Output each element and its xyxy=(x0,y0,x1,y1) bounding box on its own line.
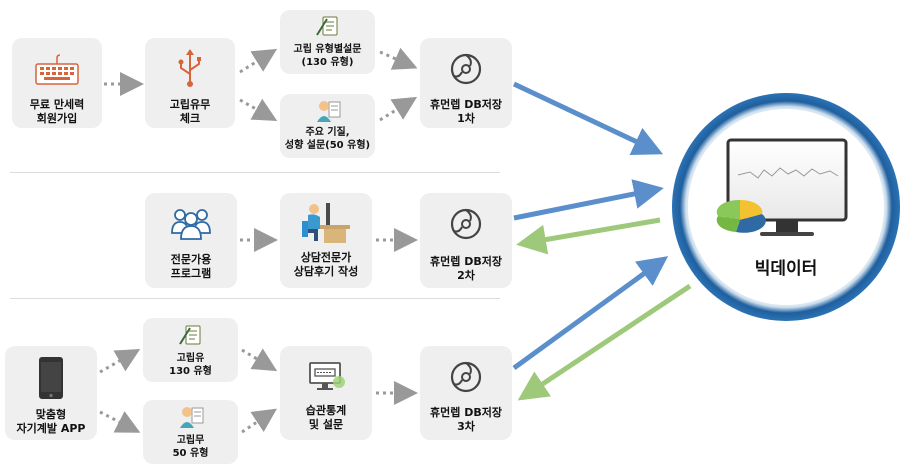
signup-label: 무료 만세력 회원가입 xyxy=(29,98,85,125)
check-label: 고립유무 체크 xyxy=(169,98,211,125)
expert-program-label: 전문가용 프로그램 xyxy=(170,253,212,280)
arrow-temperament-db1 xyxy=(379,96,418,122)
keyboard-icon xyxy=(35,54,79,85)
db1-label: 휴먼렙 DB저장 1차 xyxy=(430,98,502,125)
disc-icon xyxy=(450,53,482,85)
arrow-survey-type-db1 xyxy=(379,47,418,70)
arrow-nonisolated-habit xyxy=(241,408,277,434)
counselor-review-label: 상담전문가 상담후기 작성 xyxy=(293,251,359,278)
check-node: 고립유무 체크 xyxy=(145,38,235,128)
db2-label: 휴먼렙 DB저장 2차 xyxy=(430,255,502,282)
arrow-bigdata-db2 xyxy=(516,217,661,255)
habit-stats-node: 습관통계 및 설문 xyxy=(280,346,372,440)
isolated-130-label: 고립유 130 유형 xyxy=(169,353,212,377)
arrow-app-isolated xyxy=(99,349,141,374)
isolated-130-node: 고립유 130 유형 xyxy=(143,318,238,382)
person-document-icon xyxy=(179,407,203,428)
arrow-db1-bigdata xyxy=(512,81,664,156)
non-isolated-50-node: 고립무 50 유형 xyxy=(143,400,238,464)
survey-icon xyxy=(315,16,337,36)
arrow-db2-bigdata xyxy=(513,179,664,221)
app-label: 맞춤형 자기계발 APP xyxy=(16,408,86,435)
person-document-icon xyxy=(316,101,340,122)
expert-program-node: 전문가용 프로그램 xyxy=(145,193,237,288)
counselor-review-node: 상담전문가 상담후기 작성 xyxy=(280,193,372,288)
arrow-bigdata-db3 xyxy=(517,283,692,401)
people-group-icon xyxy=(171,209,211,240)
usb-icon xyxy=(178,49,201,87)
arrow-app-nonisolated xyxy=(99,410,141,433)
signup-node: 무료 만세력 회원가입 xyxy=(12,38,102,128)
db3-label: 휴먼렙 DB저장 3차 xyxy=(430,406,502,433)
survey-icon xyxy=(178,325,200,345)
non-isolated-50-label: 고립무 50 유형 xyxy=(172,435,209,459)
app-node: 맞춤형 자기계발 APP xyxy=(5,346,97,440)
smartphone-icon xyxy=(39,357,63,399)
arrow-check-temperament xyxy=(239,98,278,121)
arrow-isolated-habit xyxy=(241,348,278,372)
bigdata-label: 빅데이터 xyxy=(754,259,818,279)
temperament-survey-node: 주요 기질, 성향 설문(50 유형) xyxy=(280,94,375,158)
db2-node: 휴먼렙 DB저장 2차 xyxy=(420,193,512,288)
habit-stats-label: 습관통계 및 설문 xyxy=(305,404,347,431)
survey-by-type-label: 고립 유형별설문 (130 유형) xyxy=(293,44,362,68)
counselor-desk-icon xyxy=(302,203,350,243)
db1-node: 휴먼렙 DB저장 1차 xyxy=(420,38,512,128)
computer-piechart-icon xyxy=(716,138,848,236)
db3-node: 휴먼렙 DB저장 3차 xyxy=(420,346,512,440)
disc-icon xyxy=(450,361,482,393)
disc-icon xyxy=(450,208,482,240)
monitor-stats-icon xyxy=(309,362,345,390)
arrow-check-survey-type xyxy=(239,48,278,74)
row-divider-1 xyxy=(10,172,500,173)
row-divider-2 xyxy=(10,298,500,299)
survey-by-type-node: 고립 유형별설문 (130 유형) xyxy=(280,10,375,74)
arrow-db3-bigdata xyxy=(512,256,669,371)
temperament-survey-label: 주요 기질, 성향 설문(50 유형) xyxy=(284,127,371,151)
